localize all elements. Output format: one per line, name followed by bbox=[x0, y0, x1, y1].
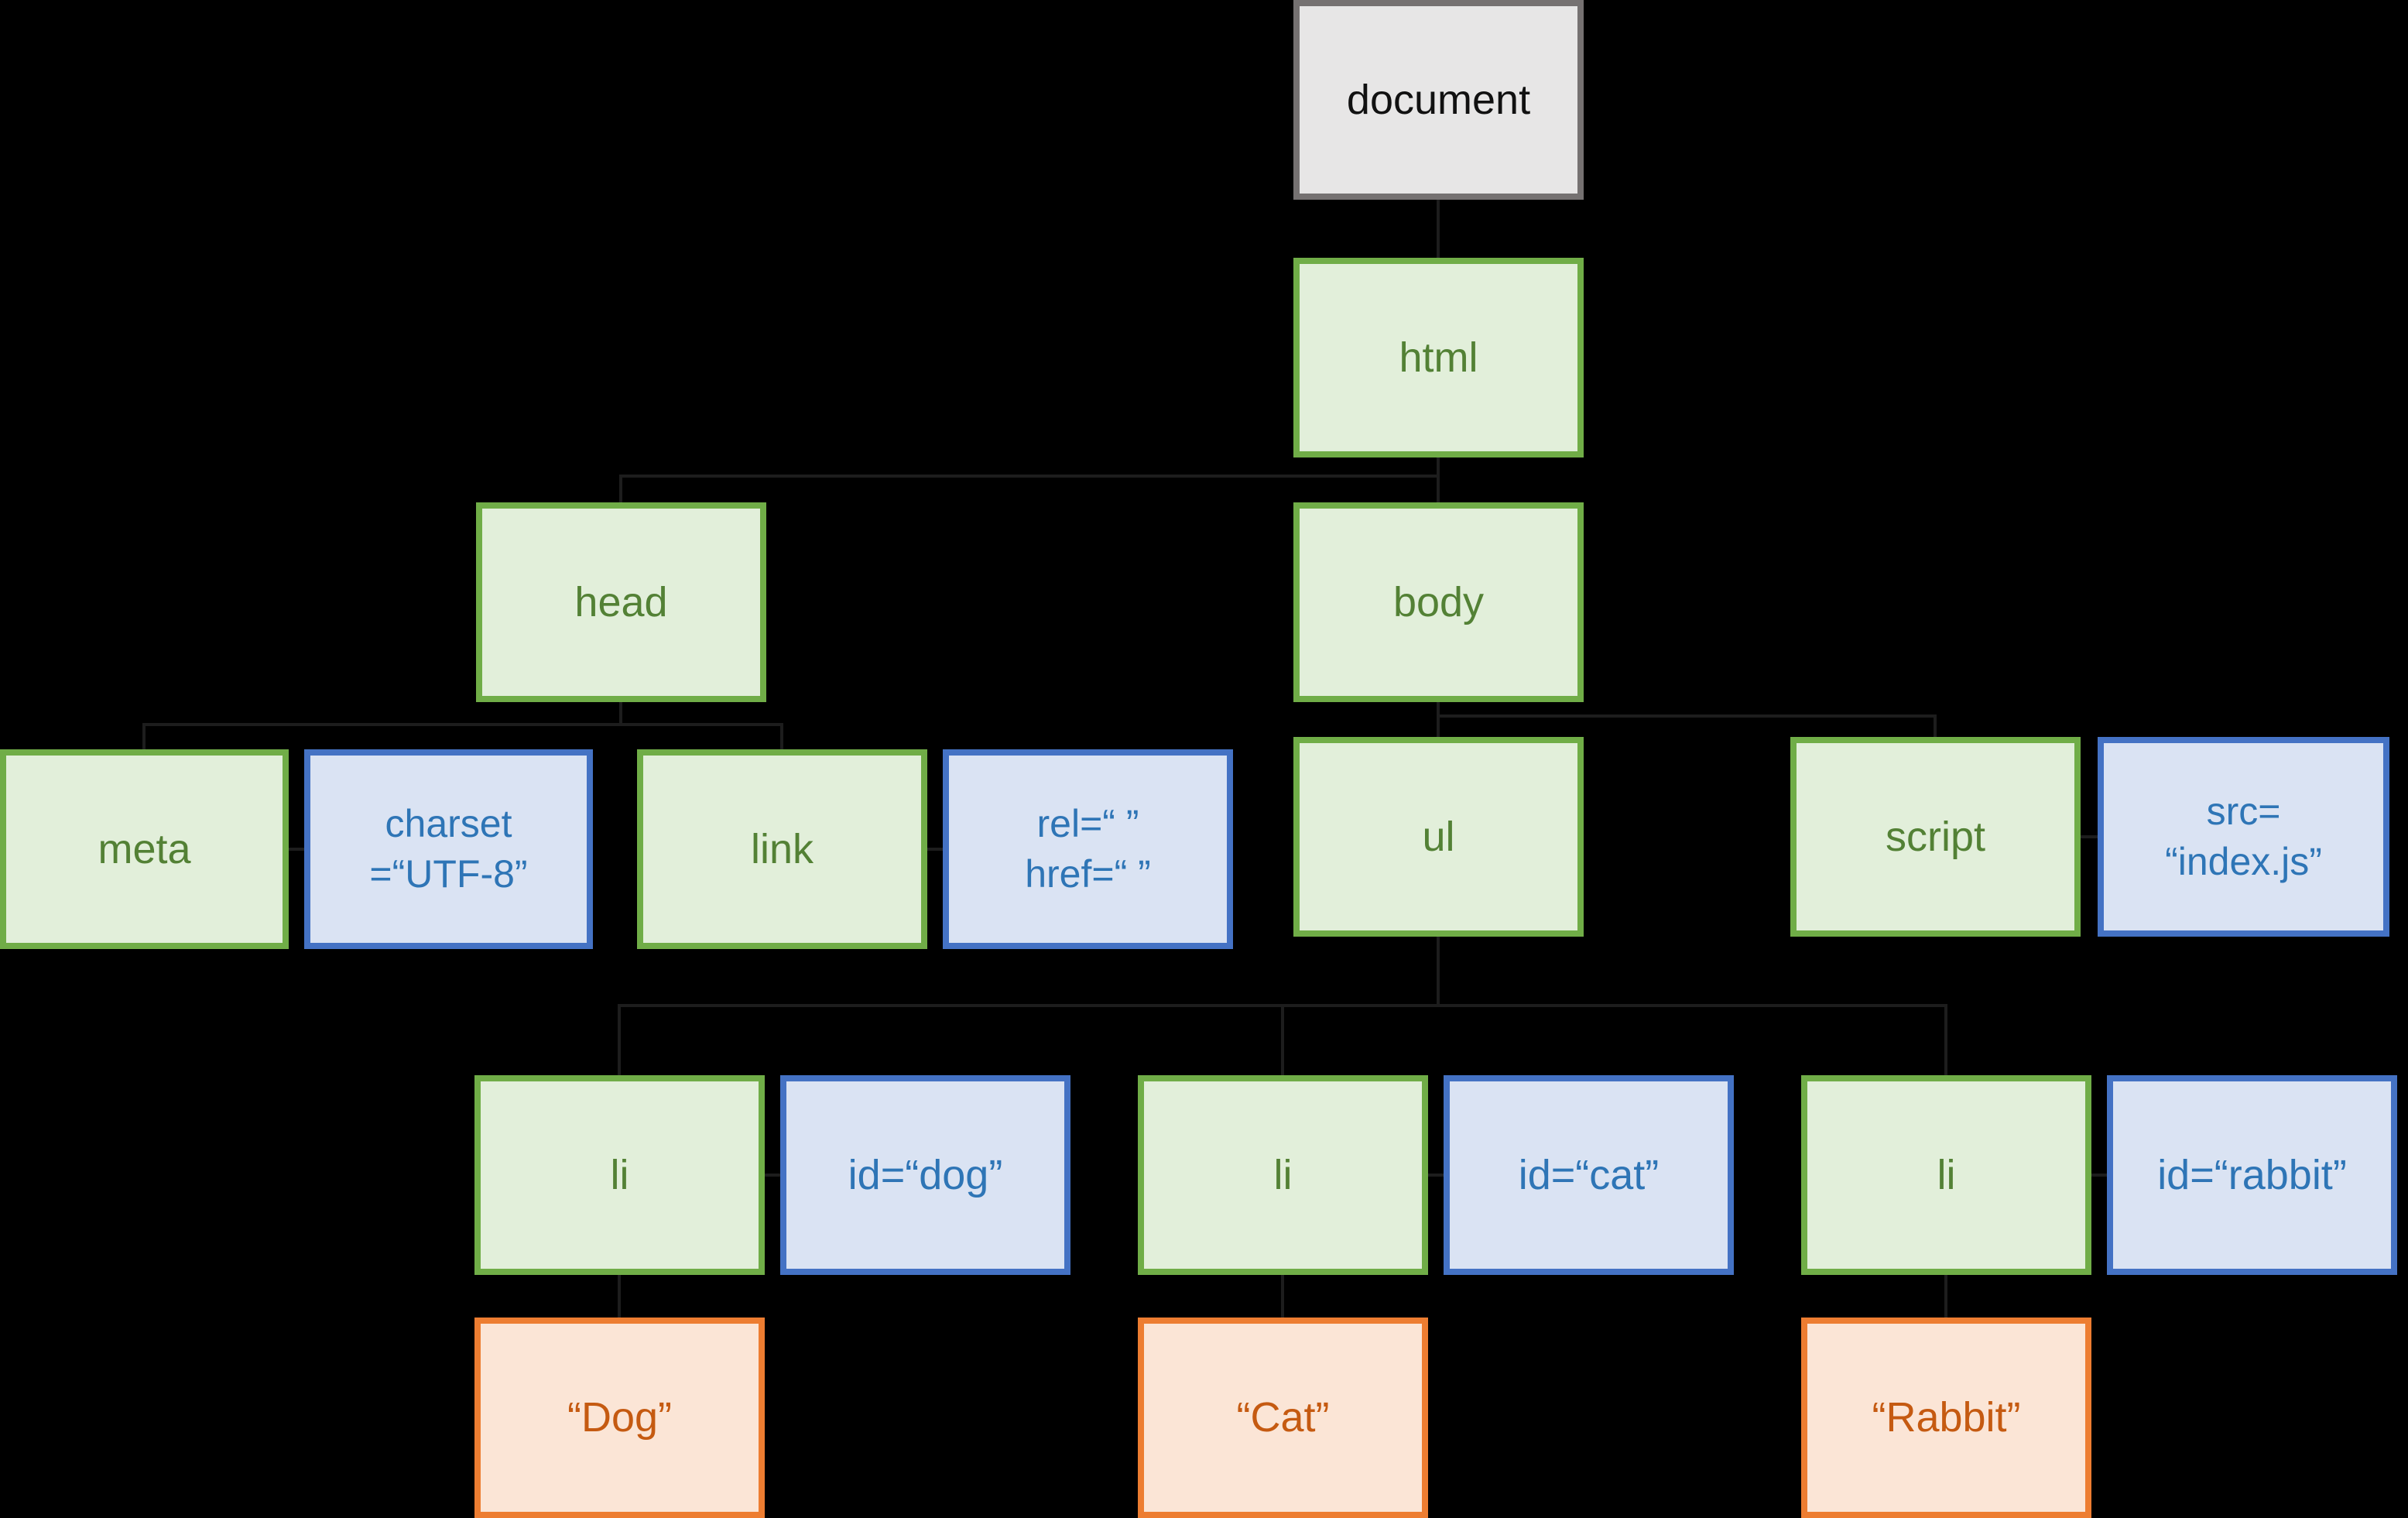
text-node-rabbit-label: “Rabbit” bbox=[1872, 1394, 2021, 1441]
connector-ul-down bbox=[1437, 937, 1440, 1007]
node-li-cat: li bbox=[1138, 1075, 1428, 1275]
attr-id-cat-label: id=“cat” bbox=[1518, 1151, 1660, 1198]
connector-head-down bbox=[619, 702, 622, 726]
node-head: head bbox=[476, 502, 766, 702]
text-node-dog-label: “Dog” bbox=[567, 1394, 673, 1441]
connector-html-children bbox=[619, 475, 1440, 478]
connector-html-body bbox=[1437, 457, 1440, 502]
text-node-dog: “Dog” bbox=[474, 1318, 765, 1518]
connector-head-children bbox=[142, 723, 782, 726]
connector-drop-script bbox=[1934, 714, 1937, 737]
tick-meta-charset bbox=[289, 848, 304, 851]
tick-script-src bbox=[2081, 835, 2098, 838]
connector-li-cat-text bbox=[1281, 1275, 1284, 1318]
attr-id-rabbit: id=“rabbit” bbox=[2107, 1075, 2397, 1275]
tick-link-relhref bbox=[927, 848, 943, 851]
node-script: script bbox=[1790, 737, 2081, 937]
connector-drop-head bbox=[619, 475, 622, 502]
connector-drop-li-cat bbox=[1281, 1004, 1284, 1075]
text-node-cat: “Cat” bbox=[1138, 1318, 1428, 1518]
connector-body-children bbox=[1438, 714, 1937, 718]
attr-id-dog-label: id=“dog” bbox=[848, 1151, 1003, 1198]
tick-li-id-rabbit bbox=[2091, 1174, 2107, 1177]
node-li-dog-label: li bbox=[610, 1151, 629, 1198]
node-body: body bbox=[1293, 502, 1584, 702]
attr-rel-line1: rel=“ ” bbox=[1036, 802, 1139, 845]
node-document-label: document bbox=[1346, 76, 1531, 123]
node-ul-label: ul bbox=[1422, 813, 1455, 860]
node-html: html bbox=[1293, 258, 1584, 457]
node-meta: meta bbox=[0, 749, 289, 949]
attr-src-line2: “index.js” bbox=[2165, 840, 2322, 883]
attr-id-dog: id=“dog” bbox=[780, 1075, 1070, 1275]
node-link-label: link bbox=[750, 825, 814, 872]
connector-li-dog-text bbox=[618, 1275, 621, 1318]
connector-body-ul bbox=[1437, 702, 1440, 737]
node-li-rabbit-label: li bbox=[1937, 1151, 1956, 1198]
node-head-label: head bbox=[574, 578, 668, 625]
text-node-rabbit: “Rabbit” bbox=[1801, 1318, 2091, 1518]
node-body-label: body bbox=[1392, 578, 1485, 625]
connector-drop-li-dog bbox=[618, 1004, 621, 1075]
node-li-dog: li bbox=[474, 1075, 765, 1275]
attr-id-cat: id=“cat” bbox=[1444, 1075, 1734, 1275]
node-link: link bbox=[637, 749, 927, 949]
connector-drop-link bbox=[780, 723, 783, 749]
node-script-label: script bbox=[1885, 813, 1985, 860]
connector-drop-meta bbox=[142, 723, 146, 749]
attr-id-rabbit-label: id=“rabbit” bbox=[2157, 1151, 2347, 1198]
text-node-cat-label: “Cat” bbox=[1236, 1394, 1330, 1441]
attr-rel-href: rel=“ ” href=“ ” bbox=[943, 749, 1233, 949]
tick-li-id-cat bbox=[1428, 1174, 1444, 1177]
attr-charset: charset =“UTF-8” bbox=[304, 749, 593, 949]
connector-li-rabbit-text bbox=[1944, 1275, 1947, 1318]
node-html-label: html bbox=[1399, 334, 1478, 381]
attr-charset-line2: =“UTF-8” bbox=[369, 852, 528, 896]
connector-drop-li-rabbit bbox=[1944, 1004, 1947, 1075]
node-li-cat-label: li bbox=[1273, 1151, 1293, 1198]
tick-li-id-dog bbox=[765, 1174, 780, 1177]
attr-src-line1: src= bbox=[2206, 790, 2281, 833]
attr-href-line2: href=“ ” bbox=[1025, 852, 1151, 896]
node-document: document bbox=[1293, 0, 1584, 200]
node-meta-label: meta bbox=[98, 825, 191, 872]
node-ul: ul bbox=[1293, 737, 1584, 937]
connector-document-html bbox=[1437, 200, 1440, 258]
node-li-rabbit: li bbox=[1801, 1075, 2091, 1275]
attr-charset-line1: charset bbox=[385, 802, 512, 845]
attr-src: src= “index.js” bbox=[2098, 737, 2389, 937]
